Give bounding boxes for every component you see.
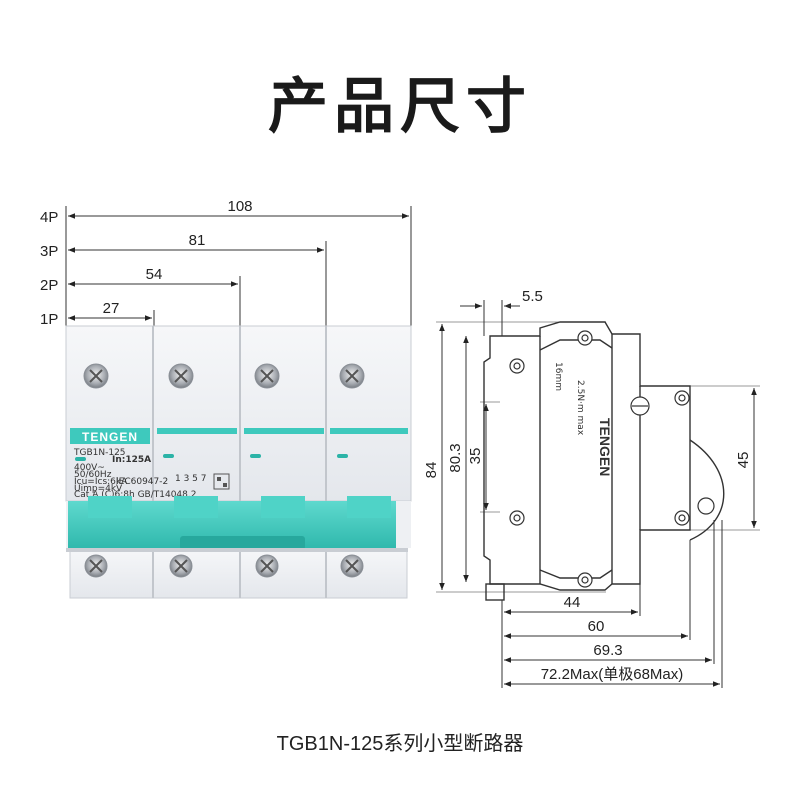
- side-screws: [509, 330, 715, 588]
- strip-length-label: 16mm: [553, 362, 563, 391]
- rating-label: In:125A: [112, 455, 151, 465]
- dim-height-rail: 35: [467, 448, 484, 465]
- terminal-numbers: 1 3 5 7: [175, 474, 207, 484]
- dim-top-offset: 5.5: [522, 288, 543, 305]
- dim-depth-60: 60: [588, 618, 605, 635]
- pole-label-2p: 2P: [40, 277, 58, 294]
- breaker-front: TENGEN TGB1N-125 In:125A 400V~ 50/60Hz I…: [65, 325, 412, 599]
- side-brand-logo: TENGEN: [597, 418, 613, 476]
- spec-line-5: Cat.A (C)6:8h GB/T14048.2: [74, 490, 196, 500]
- pole-label-3p: 3P: [40, 243, 58, 260]
- pole-width-values: 108 81 54 27: [103, 198, 253, 317]
- width-value-2p: 54: [146, 266, 163, 283]
- side-view: TENGEN 16mm 2.5N·m max: [423, 288, 760, 688]
- side-outline: [483, 321, 725, 601]
- spec-line-3: Icu=Ics:6kA: [74, 477, 128, 487]
- pole-dimensions: [65, 206, 412, 330]
- bottom-screws: [84, 554, 364, 578]
- width-value-3p: 81: [189, 232, 206, 249]
- standard-label: IEC60947-2: [116, 477, 168, 487]
- pole-label-4p: 4P: [40, 209, 58, 226]
- pole-labels: 4P 3P 2P 1P: [40, 209, 58, 328]
- brand-logo: TENGEN: [82, 430, 138, 444]
- dim-height-body: 80.3: [447, 443, 464, 472]
- qr-code-icon: [213, 473, 230, 490]
- dim-depth-69: 69.3: [593, 642, 622, 659]
- width-value-4p: 108: [227, 198, 252, 215]
- torque-label: 2.5N·m max: [575, 380, 585, 436]
- spec-line-1: 400V~: [74, 463, 105, 473]
- dim-height-total: 84: [423, 462, 440, 479]
- toggle-handles: [66, 496, 411, 552]
- pole-label-1p: 1P: [40, 311, 58, 328]
- spec-line-2: 50/60Hz: [74, 470, 112, 480]
- dim-depth-44: 44: [564, 594, 581, 611]
- side-dimensions: [436, 300, 760, 688]
- caption: TGB1N-125系列小型断路器: [276, 733, 524, 755]
- dim-depth-max: 72.2Max(单极68Max): [541, 666, 684, 683]
- dim-height-right: 45: [735, 452, 752, 469]
- side-dimension-values: 5.5 84 80.3 35 45 44 60 69.3 72.2Max(单极6…: [423, 288, 752, 683]
- width-value-1p: 27: [103, 300, 120, 317]
- top-screws: [83, 363, 365, 389]
- spec-line-4: Uimp=4kV: [74, 484, 123, 494]
- page-title: 产品尺寸: [268, 72, 532, 142]
- model-label: TGB1N-125: [73, 448, 126, 458]
- front-view: 4P 3P 2P 1P 108 81 54 27: [40, 198, 412, 599]
